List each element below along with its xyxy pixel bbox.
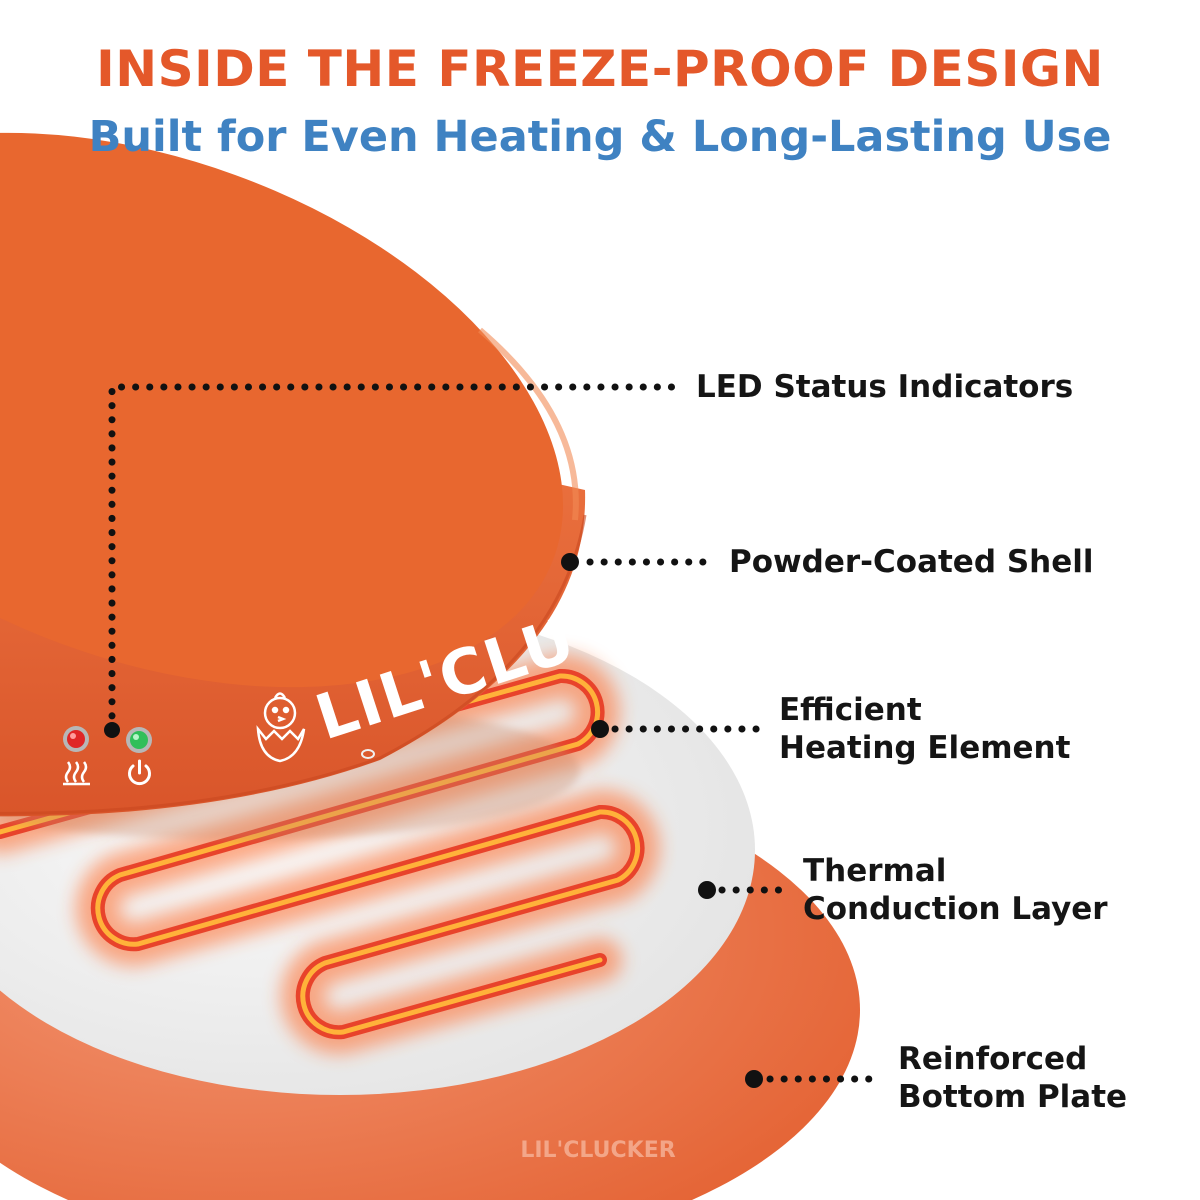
callout-leaders [108,383,884,1083]
callout-thermal-label: Thermal Conduction Layer [803,852,1108,928]
callout-shell-label: Powder-Coated Shell [729,544,1094,580]
callout-heating-line2: Heating Element [779,730,1071,766]
page-subtitle: Built for Even Heating & Long-Lasting Us… [88,112,1112,162]
callout-plate-line1: Reinforced [898,1041,1088,1077]
callout-thermal-line2: Conduction Layer [803,891,1108,927]
callout-led-label: LED Status Indicators [696,369,1074,405]
page-title: INSIDE THE FREEZE-PROOF DESIGN [96,40,1104,98]
led-status-indicators [63,726,152,786]
chick-mascot-icon [256,692,306,763]
callout-thermal-line1: Thermal [803,853,947,889]
power-icon [128,759,151,786]
callout-plate-label: Reinforced Bottom Plate [898,1040,1127,1116]
callout-plate-line2: Bottom Plate [898,1079,1128,1115]
heat-waves-icon [63,761,90,786]
callout-dots [104,553,763,1088]
bottom-plate-logo: LIL'CLUCKER [520,1138,675,1163]
powder-coated-shell: LIL'CLU [0,132,587,817]
led-leader [108,383,676,734]
callout-heating-line1: Efficient [779,692,922,728]
callout-heating-label: Efficient Heating Element [779,691,1070,767]
screw-icon [361,749,375,759]
